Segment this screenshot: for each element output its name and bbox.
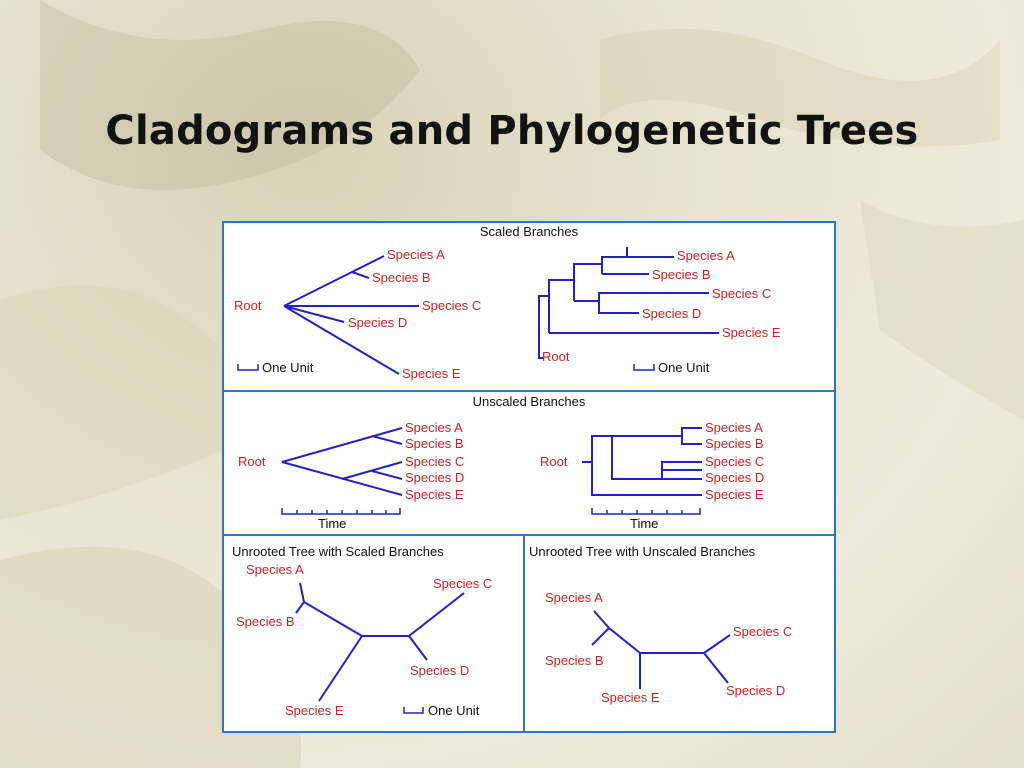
- scaled-right-species-c: Species C: [712, 286, 771, 301]
- unrooted-unscaled-species-d: Species D: [726, 683, 785, 698]
- scaled-right-unit-label: One Unit: [658, 360, 710, 375]
- unscaled-left-time-label: Time: [318, 516, 346, 531]
- scaled-right-unit-bar: [633, 364, 655, 371]
- unrooted-scaled-species-b: Species B: [236, 614, 295, 629]
- unscaled-left-species-b: Species B: [405, 436, 464, 451]
- unscaled-right-tree: Root Species A Species B Species C Speci…: [540, 420, 764, 531]
- unrooted-unscaled-species-e: Species E: [601, 690, 660, 705]
- unscaled-left-species-e: Species E: [405, 487, 464, 502]
- scaled-left-root-label: Root: [234, 298, 262, 313]
- scaled-right-species-b: Species B: [652, 267, 711, 282]
- unrooted-unscaled-panel: Unrooted Tree with Unscaled Branches Spe…: [529, 544, 792, 705]
- scaled-left-species-b: Species B: [372, 270, 431, 285]
- unrooted-scaled-panel: Unrooted Tree with Scaled Branches Speci…: [232, 544, 492, 718]
- unscaled-left-root-label: Root: [238, 454, 266, 469]
- scaled-right-tree: Root Species A Species B Species C Speci…: [538, 247, 781, 375]
- scaled-left-unit-bar: [237, 364, 259, 371]
- scaled-left-species-a: Species A: [387, 247, 445, 262]
- slide-title: Cladograms and Phylogenetic Trees: [105, 108, 919, 154]
- unscaled-branches-panel: Unscaled Branches Root Species A Species…: [238, 394, 764, 531]
- unrooted-unscaled-species-b: Species B: [545, 653, 604, 668]
- scaled-left-tree: Root Species A Species B Species C Speci…: [234, 247, 481, 381]
- scaled-right-species-a: Species A: [677, 248, 735, 263]
- unscaled-right-species-a: Species A: [705, 420, 763, 435]
- unrooted-scaled-header: Unrooted Tree with Scaled Branches: [232, 544, 444, 559]
- unscaled-left-species-a: Species A: [405, 420, 463, 435]
- unscaled-header: Unscaled Branches: [473, 394, 586, 409]
- scaled-right-root-label: Root: [542, 349, 570, 364]
- scaled-left-species-c: Species C: [422, 298, 481, 313]
- scaled-left-species-d: Species D: [348, 315, 407, 330]
- scaled-header: Scaled Branches: [480, 224, 579, 239]
- unscaled-right-time-axis: [591, 508, 701, 515]
- unrooted-unscaled-header: Unrooted Tree with Unscaled Branches: [529, 544, 756, 559]
- unrooted-unscaled-species-a: Species A: [545, 590, 603, 605]
- scaled-right-species-d: Species D: [642, 306, 701, 321]
- unrooted-scaled-species-d: Species D: [410, 663, 469, 678]
- unscaled-right-species-c: Species C: [705, 454, 764, 469]
- unrooted-scaled-unit-label: One Unit: [428, 703, 480, 718]
- unscaled-right-species-d: Species D: [705, 470, 764, 485]
- unscaled-left-time-axis: [281, 508, 401, 515]
- unscaled-right-time-label: Time: [630, 516, 658, 531]
- unscaled-left-species-d: Species D: [405, 470, 464, 485]
- scaled-left-unit-label: One Unit: [262, 360, 314, 375]
- unrooted-scaled-species-a: Species A: [246, 562, 304, 577]
- scaled-branches-panel: Scaled Branches Root Species A Species B…: [234, 224, 781, 381]
- unscaled-right-root-label: Root: [540, 454, 568, 469]
- unscaled-right-species-e: Species E: [705, 487, 764, 502]
- unrooted-scaled-species-c: Species C: [433, 576, 492, 591]
- unrooted-scaled-species-e: Species E: [285, 703, 344, 718]
- unscaled-right-species-b: Species B: [705, 436, 764, 451]
- phylogenetic-figure: Scaled Branches Root Species A Species B…: [222, 221, 836, 733]
- unrooted-scaled-unit-bar: [403, 707, 424, 714]
- unscaled-left-tree: Root Species A Species B Species C Speci…: [238, 420, 464, 531]
- scaled-right-species-e: Species E: [722, 325, 781, 340]
- scaled-left-species-e: Species E: [402, 366, 461, 381]
- unrooted-unscaled-species-c: Species C: [733, 624, 792, 639]
- unscaled-left-species-c: Species C: [405, 454, 464, 469]
